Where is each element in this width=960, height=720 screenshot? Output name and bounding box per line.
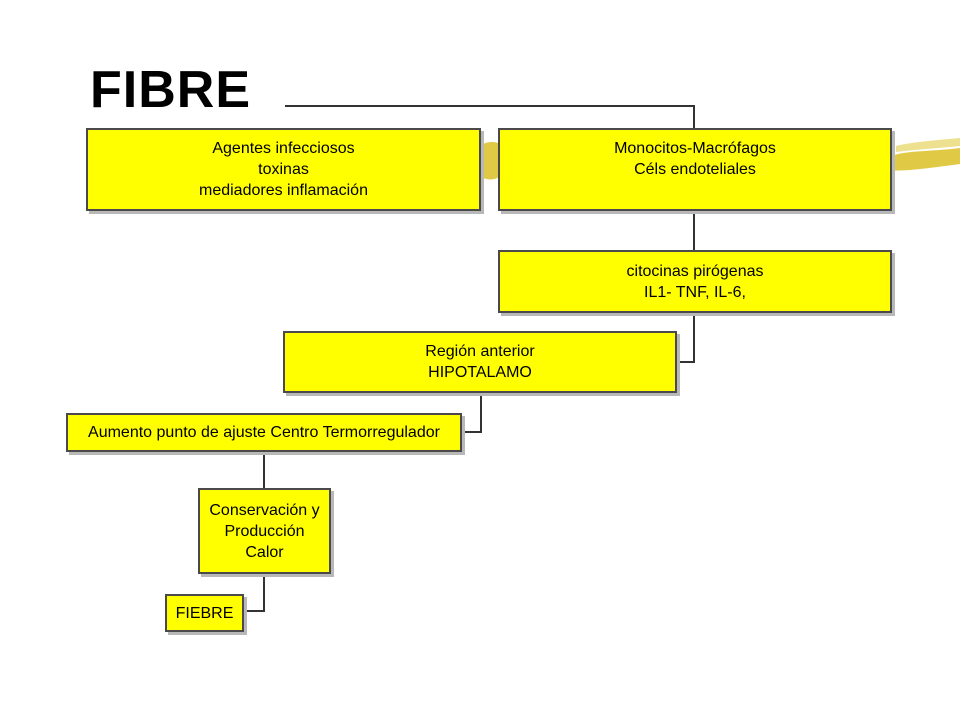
box-line: citocinas pirógenas (626, 262, 764, 280)
brush-stroke-decoration (478, 138, 960, 180)
box-line: Calor (245, 543, 284, 561)
box-line: IL1- TNF, IL-6, (644, 283, 746, 301)
box-agentes-infecciosos: Agentes infecciosos toxinas mediadores i… (86, 128, 481, 211)
connector-title-to-boxes (285, 105, 695, 128)
box-region-anterior-hipotalamo: Región anterior HIPOTALAMO (283, 331, 677, 393)
box-line: Aumento punto de ajuste Centro Termorreg… (88, 424, 440, 441)
box-line: FIEBRE (175, 604, 234, 622)
connector-region-aumento (462, 393, 482, 433)
box-line: Agentes infecciosos (212, 140, 355, 157)
box-line: Región anterior (425, 343, 535, 360)
connector-conservacion-fiebre (244, 574, 265, 612)
box-line: Producción (224, 522, 305, 540)
box-line: toxinas (258, 161, 309, 178)
box-line: Conservación y (209, 501, 320, 519)
page-title: FIBRE (90, 61, 251, 119)
box-line: Céls endoteliales (634, 161, 756, 178)
box-line: HIPOTALAMO (428, 364, 532, 381)
box-line: Monocitos-Macrófagos (614, 140, 776, 157)
box-line: mediadores inflamación (199, 182, 368, 199)
box-citocinas-pirogenas: citocinas pirógenas IL1- TNF, IL-6, (498, 250, 892, 313)
box-aumento-punto-ajuste: Aumento punto de ajuste Centro Termorreg… (66, 413, 462, 452)
connector-citocinas-region (677, 313, 695, 363)
box-conservacion-produccion-calor: Conservación y Producción Calor (198, 488, 331, 574)
box-monocitos-macrofagos: Monocitos-Macrófagos Céls endoteliales (498, 128, 892, 211)
box-fiebre: FIEBRE (165, 594, 244, 632)
